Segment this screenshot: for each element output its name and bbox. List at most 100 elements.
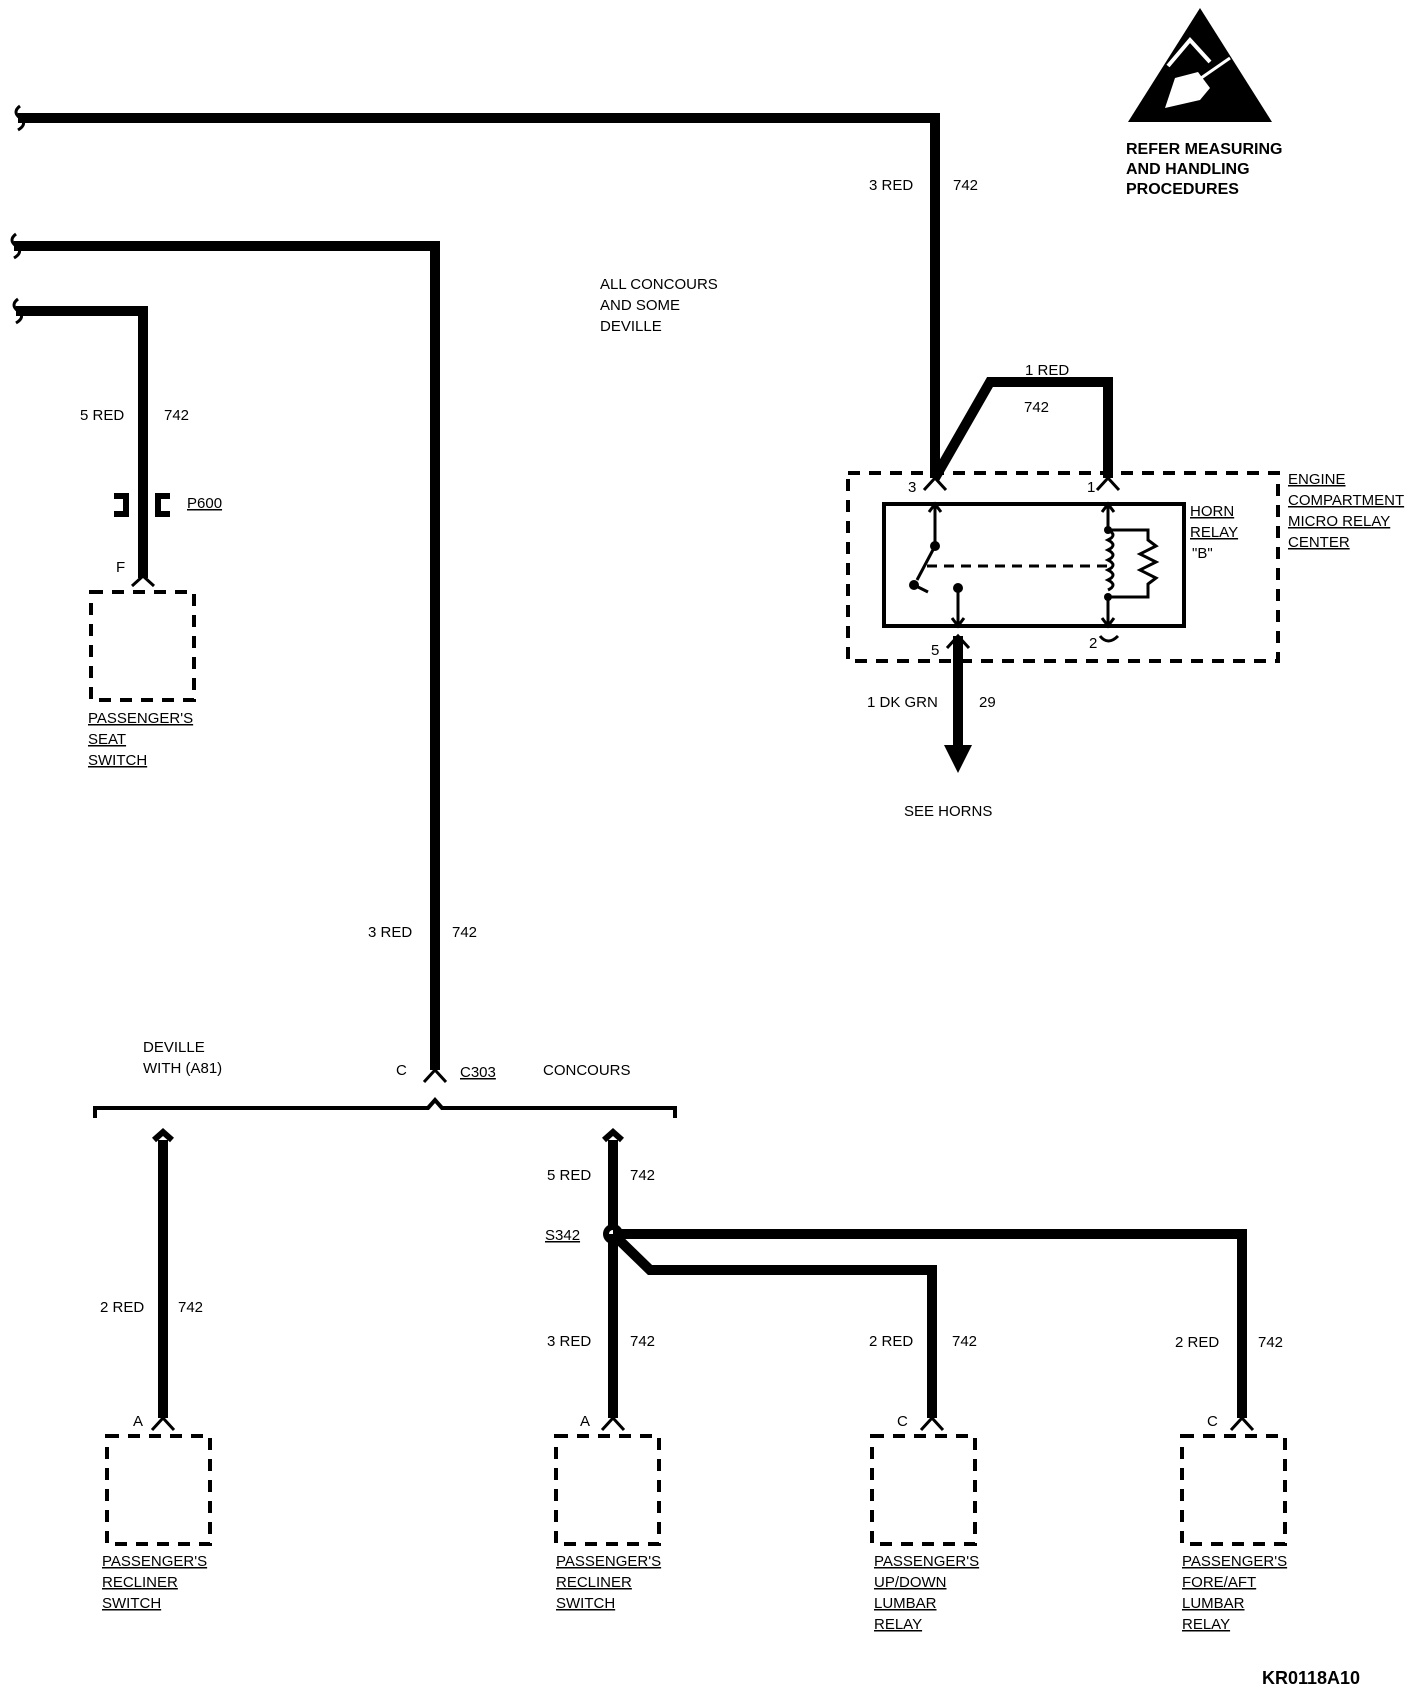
updown-line2: UP/DOWN bbox=[874, 1574, 947, 1591]
note-line3: DEVILLE bbox=[600, 318, 662, 335]
arrow-down-icon bbox=[944, 745, 972, 773]
foreaft-lumbar-relay-box bbox=[1180, 1434, 1287, 1546]
pin-terminal-icon bbox=[150, 1415, 176, 1432]
deville-recliner-circuit: 742 bbox=[178, 1299, 203, 1316]
jumper-circuit: 742 bbox=[1024, 399, 1049, 416]
wire-seat bbox=[16, 306, 148, 578]
pin-terminal-icon bbox=[1095, 475, 1121, 492]
updown-lumbar-relay-box bbox=[870, 1434, 977, 1546]
esd-warning-icon bbox=[1128, 8, 1272, 122]
foreaft-line4: RELAY bbox=[1182, 1616, 1230, 1633]
lumbar-updown-circuit: 742 bbox=[952, 1333, 977, 1350]
jumper-gauge: 1 RED bbox=[1025, 362, 1069, 379]
wire-relay-jumper bbox=[930, 377, 1113, 481]
relay-center-line1: ENGINE bbox=[1288, 471, 1346, 488]
note-line1: ALL CONCOURS bbox=[600, 276, 718, 293]
relay-center-line4: CENTER bbox=[1288, 534, 1350, 551]
pin-a-deville: A bbox=[133, 1413, 143, 1430]
recliner2-line3: SWITCH bbox=[556, 1595, 615, 1612]
figure-id: KR0118A10 bbox=[1262, 1668, 1360, 1688]
seat-switch-line2: SEAT bbox=[88, 731, 126, 748]
wire-break-icon bbox=[10, 232, 21, 260]
deville-recliner-gauge: 2 RED bbox=[100, 1299, 144, 1316]
see-horns: SEE HORNS bbox=[904, 803, 992, 820]
wire-main-gauge: 3 RED bbox=[368, 924, 412, 941]
recliner1-line1: PASSENGER'S bbox=[102, 1553, 207, 1570]
seat-switch-box bbox=[89, 590, 196, 702]
wire-break-icon bbox=[12, 297, 23, 325]
connector-c303: C303 bbox=[460, 1064, 496, 1081]
lumbar-foreaft-gauge: 2 RED bbox=[1175, 1334, 1219, 1351]
concours-up-gauge: 5 RED bbox=[547, 1167, 591, 1184]
updown-line3: LUMBAR bbox=[874, 1595, 937, 1612]
updown-line1: PASSENGER'S bbox=[874, 1553, 979, 1570]
recliner1-line3: SWITCH bbox=[102, 1595, 161, 1612]
warning-line3: PROCEDURES bbox=[1126, 181, 1239, 198]
pin-f: F bbox=[116, 559, 125, 576]
wire-break-icon bbox=[14, 104, 25, 132]
wire-seat-gauge: 5 RED bbox=[80, 407, 124, 424]
wire-top-circuit: 742 bbox=[953, 177, 978, 194]
p600-connector-icon bbox=[114, 493, 129, 517]
pin-terminal-icon bbox=[945, 633, 971, 650]
recliner2-line2: RECLINER bbox=[556, 1574, 632, 1591]
pin-c-foreaft: C bbox=[1207, 1413, 1218, 1430]
relay-coil-icon bbox=[1098, 501, 1160, 643]
recliner2-line1: PASSENGER'S bbox=[556, 1553, 661, 1570]
horn-out-circuit: 29 bbox=[979, 694, 996, 711]
concours-recliner-gauge: 3 RED bbox=[547, 1333, 591, 1350]
deville-recliner-switch-box bbox=[105, 1434, 212, 1546]
pin-c: C bbox=[396, 1062, 407, 1079]
p600-connector-icon bbox=[155, 493, 170, 517]
branch-bracket bbox=[93, 1096, 677, 1118]
deville-line2: WITH (A81) bbox=[143, 1060, 222, 1077]
concours-up-circuit: 742 bbox=[630, 1167, 655, 1184]
concours-recliner-circuit: 742 bbox=[630, 1333, 655, 1350]
seat-switch-line1: PASSENGER'S bbox=[88, 710, 193, 727]
deville-line1: DEVILLE bbox=[143, 1039, 205, 1056]
pin-terminal-icon bbox=[919, 1415, 945, 1432]
foreaft-line2: FORE/AFT bbox=[1182, 1574, 1256, 1591]
horn-relay-line1: HORN bbox=[1190, 503, 1234, 520]
relay-pin-1: 1 bbox=[1087, 479, 1095, 496]
pin-terminal-icon bbox=[600, 1415, 626, 1432]
pin-terminal-icon bbox=[152, 1127, 174, 1143]
updown-line4: RELAY bbox=[874, 1616, 922, 1633]
horn-out-gauge: 1 DK GRN bbox=[867, 694, 938, 711]
foreaft-line1: PASSENGER'S bbox=[1182, 1553, 1287, 1570]
foreaft-line3: LUMBAR bbox=[1182, 1595, 1245, 1612]
relay-switch-contact-icon bbox=[909, 501, 966, 629]
recliner1-line2: RECLINER bbox=[102, 1574, 178, 1591]
pin-terminal-icon bbox=[922, 475, 948, 492]
pin-c-updown: C bbox=[897, 1413, 908, 1430]
lumbar-foreaft-circuit: 742 bbox=[1258, 1334, 1283, 1351]
micro-relay-center-box bbox=[846, 471, 1280, 663]
wire-main-to-c303 bbox=[14, 241, 440, 1070]
lumbar-updown-gauge: 2 RED bbox=[869, 1333, 913, 1350]
note-line2: AND SOME bbox=[600, 297, 680, 314]
splice-s342: S342 bbox=[545, 1227, 580, 1244]
horn-relay-line2: RELAY bbox=[1190, 524, 1238, 541]
horn-relay-box bbox=[882, 502, 1186, 628]
relay-pin-5: 5 bbox=[931, 642, 939, 659]
concours-recliner-switch-box bbox=[554, 1434, 661, 1546]
horn-relay-line3: "B" bbox=[1192, 545, 1213, 562]
wire-main-circuit: 742 bbox=[452, 924, 477, 941]
pin-a-concours: A bbox=[580, 1413, 590, 1430]
pin-terminal-icon bbox=[1229, 1415, 1255, 1432]
wire-lumbar-foreaft bbox=[613, 1229, 1247, 1418]
wire-seat-circuit: 742 bbox=[164, 407, 189, 424]
wire-top-gauge: 3 RED bbox=[869, 177, 913, 194]
relay-center-line2: COMPARTMENT bbox=[1288, 492, 1404, 509]
pin-terminal-icon bbox=[602, 1127, 624, 1143]
relay-pin-2: 2 bbox=[1089, 635, 1097, 652]
wire-lumbar-updown bbox=[609, 1230, 937, 1418]
relay-pin-3: 3 bbox=[908, 479, 916, 496]
wire-top-to-relay bbox=[18, 113, 940, 478]
seat-switch-line3: SWITCH bbox=[88, 752, 147, 769]
warning-line1: REFER MEASURING bbox=[1126, 141, 1282, 158]
concours-label: CONCOURS bbox=[543, 1062, 631, 1079]
pin-terminal-icon bbox=[422, 1067, 448, 1084]
pin-terminal-icon bbox=[130, 573, 156, 588]
